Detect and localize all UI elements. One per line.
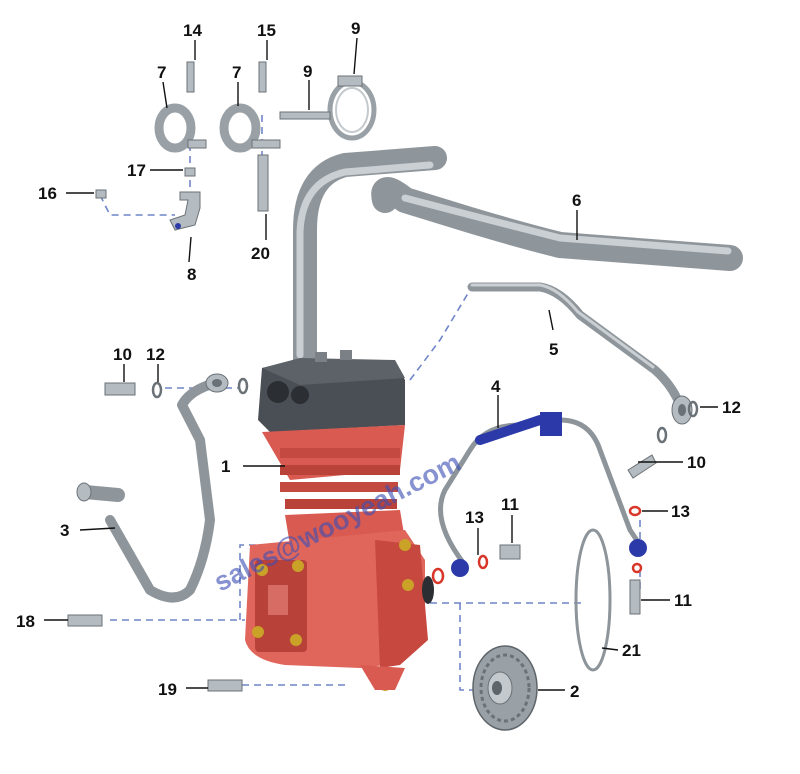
part-9-hose-clamp — [279, 75, 377, 141]
callout-18: 18 — [16, 612, 35, 631]
callout-labels: 1 2 3 4 5 6 7 7 8 9 9 10 10 11 11 12 12 … — [16, 19, 741, 701]
callout-19: 19 — [158, 680, 177, 699]
callout-14: 14 — [183, 21, 202, 40]
callout-7a: 7 — [157, 63, 166, 82]
leader-lines — [44, 37, 718, 691]
callout-10a: 10 — [113, 345, 132, 364]
callout-9b: 9 — [303, 62, 312, 81]
part-4-blue-hose — [438, 412, 647, 577]
callout-8: 8 — [187, 265, 196, 284]
callout-1: 1 — [221, 457, 230, 476]
part-2-gear — [472, 645, 538, 731]
callout-13b: 13 — [671, 502, 690, 521]
callout-4: 4 — [491, 377, 501, 396]
part-7-clamps — [154, 103, 281, 153]
fasteners — [67, 61, 699, 692]
part-1-air-compressor — [245, 350, 434, 691]
callout-10b: 10 — [687, 453, 706, 472]
part-6-air-pipe — [293, 146, 743, 377]
callout-3: 3 — [60, 521, 69, 540]
part-8-bracket — [169, 191, 201, 231]
callout-21: 21 — [622, 641, 641, 660]
callout-15: 15 — [257, 21, 276, 40]
part-5-pipe — [467, 282, 693, 425]
callout-12b: 12 — [722, 398, 741, 417]
callout-7b: 7 — [232, 63, 241, 82]
callout-20: 20 — [251, 244, 270, 263]
callout-11a: 11 — [501, 495, 519, 514]
callout-11b: 11 — [674, 591, 692, 610]
callout-12a: 12 — [146, 345, 165, 364]
callout-5: 5 — [549, 340, 558, 359]
callout-13a: 13 — [465, 508, 484, 527]
part-3-pipe — [76, 373, 229, 603]
callout-16: 16 — [38, 184, 57, 203]
callout-2: 2 — [570, 682, 579, 701]
callout-6: 6 — [572, 191, 581, 210]
callout-9a: 9 — [351, 19, 360, 38]
part-21-gasket-ring — [574, 528, 612, 672]
callout-17: 17 — [127, 161, 146, 180]
